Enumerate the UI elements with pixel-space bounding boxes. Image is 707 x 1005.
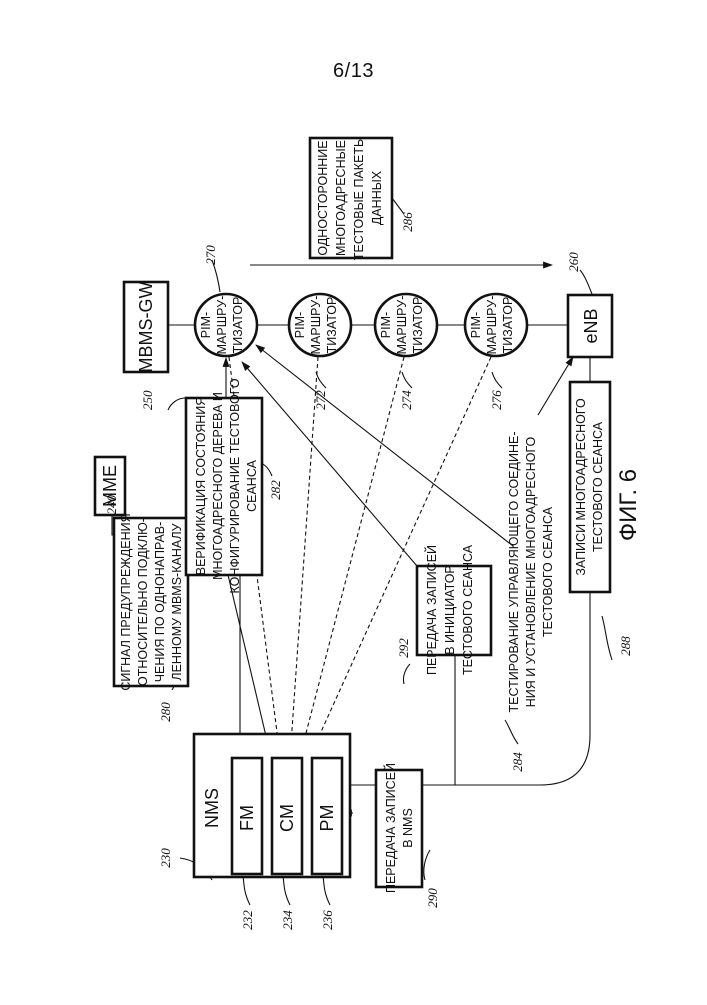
router-270-line-3: ТИЗАТОР [231,297,245,354]
msg-286-line-1: ОДНОСТОРОННИЕ [316,140,330,255]
msg-288-line-1: ЗАПИСИ МНОГОАДРЕСНОГО [574,398,588,576]
router-270-line-1: PIM- [199,312,213,338]
router-270-line-2: МАРШРУ- [215,296,229,355]
leader-286 [392,198,404,214]
msg-290-line-2: В NMS [401,808,415,848]
ref-288: 288 [618,636,633,656]
dashed-274-to-cm [292,357,404,787]
leader-274 [402,372,412,388]
pim-router-276: PIM- МАРШРУ- ТИЗАТОР [465,294,527,356]
msg-284-line-3: ТЕСТОВОГО СЕАНСА [541,506,555,637]
leader-284 [505,720,518,744]
ref-282: 282 [268,480,283,500]
module-pm-label: PM [317,805,337,832]
leader-292 [403,664,410,684]
msg-282-line-1: ВЕРИФИКАЦИЯ СОСТОЯНИЯ [194,397,208,576]
enb-label: eNB [581,308,601,343]
message-282: ВЕРИФИКАЦИЯ СОСТОЯНИЯ МНОГОАДРЕСНОГО ДЕР… [186,378,262,593]
ref-280: 280 [158,702,173,722]
msg-280-line-3: ЧЕНИЯ ПО ОДНОНАПРАВ- [153,522,167,683]
ref-286: 286 [400,212,415,232]
leader-276 [492,372,502,388]
module-cm-label: CM [277,804,297,832]
ref-290: 290 [425,888,440,908]
msg-280-line-4: ЛЕННОМУ MBMS-КАНАЛУ [170,523,184,680]
msg-280-line-2: ОТНОСИТЕЛЬНО ПОДКЛЮ- [136,518,150,686]
ref-292: 292 [396,638,411,658]
leader-288 [602,616,612,660]
enb-node: eNB [568,295,612,357]
msg-284-line-1: ТЕСТИРОВАНИЕ УПРАВЛЯЮЩЕГО СОЕДИНЕ- [507,432,521,713]
ref-234: 234 [280,910,295,930]
msg-292-line-3: ТЕСТОВОГО СЕАНСА [461,544,475,675]
ref-272: 272 [313,390,328,410]
nms-module-cm: CM [272,758,302,874]
nms-node: NMS FM CM PM [194,734,350,877]
router-276-line-3: ТИЗАТОР [501,297,515,354]
msg-284-line-2: НИЯ И УСТАНОВЛЕНИЕ МНОГОАДРЕСНОГО [524,436,538,707]
router-274-line-1: PIM- [379,312,393,338]
nms-module-fm: FM [232,758,262,874]
msg-286-line-2: МНОГОАДРЕСНЫЕ [334,140,348,256]
message-284: ТЕСТИРОВАНИЕ УПРАВЛЯЮЩЕГО СОЕДИНЕ- НИЯ И… [507,432,555,713]
ref-274: 274 [399,390,414,410]
leader-290 [424,850,430,880]
arrow-284-to-enb [538,357,573,415]
msg-290-line-1: ПЕРЕДАЧА ЗАПИСЕЙ [383,763,398,893]
leader-260 [580,270,592,294]
mbms-gw-node: MBMS-GW [124,281,168,372]
msg-286-line-4: ДАННЫХ [370,170,384,225]
arrow-292-to-270 [242,362,417,566]
router-272-line-3: ТИЗАТОР [325,297,339,354]
msg-286-line-3: ТЕСТОВЫЕ ПАКЕТЫ [352,136,366,260]
router-274-line-2: МАРШРУ- [395,296,409,355]
pim-router-274: PIM- МАРШРУ- ТИЗАТОР [375,294,437,356]
router-276-line-2: МАРШРУ- [485,296,499,355]
msg-282-line-4: СЕАНСА [245,459,259,511]
msg-282-line-2: МНОГОАДРЕСНОГО ДЕРЕВА И [211,392,225,580]
router-272-line-2: МАРШРУ- [309,296,323,355]
nms-label: NMS [202,788,222,828]
leader-250 [168,398,185,410]
figure-caption: ФИГ. 6 [615,469,642,541]
ref-250: 250 [140,390,155,410]
router-272-line-1: PIM- [293,312,307,338]
msg-292-line-2: В ИНИЦИАТОР [443,565,457,655]
pim-router-272: PIM- МАРШРУ- ТИЗАТОР [289,294,351,356]
message-280: СИГНАЛ ПРЕДУПРЕЖДЕНИЯ ОТНОСИТЕЛЬНО ПОДКЛ… [114,513,188,690]
leader-236 [323,875,330,905]
pim-router-270: PIM- МАРШРУ- ТИЗАТОР [195,294,257,356]
message-288: ЗАПИСИ МНОГОАДРЕСНОГО ТЕСТОВОГО СЕАНСА [570,382,610,592]
leader-272 [316,372,326,388]
arrow-284-to-270 [256,345,513,546]
msg-292-line-1: ПЕРЕДАЧА ЗАПИСЕЙ [424,545,439,675]
ref-260: 260 [566,252,581,272]
leader-232 [243,875,250,905]
ref-232: 232 [240,910,255,930]
leader-234 [283,875,290,905]
ref-230: 230 [158,848,173,868]
router-276-line-1: PIM- [469,312,483,338]
message-290: ПЕРЕДАЧА ЗАПИСЕЙ В NMS [376,763,422,893]
ref-270: 270 [203,245,218,265]
mbms-gw-label: MBMS-GW [136,281,156,372]
nms-module-pm: PM [312,758,342,874]
module-fm-label: FM [237,805,257,831]
ref-236: 236 [320,910,335,930]
message-286: ОДНОСТОРОННИЕ МНОГОАДРЕСНЫЕ ТЕСТОВЫЕ ПАК… [310,136,392,260]
router-274-line-3: ТИЗАТОР [411,297,425,354]
msg-280-line-1: СИГНАЛ ПРЕДУПРЕЖДЕНИЯ [119,513,133,690]
msg-282-line-3: КОНФИГУРИРОВАНИЕ ТЕСТОВОГО [228,378,242,593]
ref-276: 276 [489,390,504,410]
message-292: ПЕРЕДАЧА ЗАПИСЕЙ В ИНИЦИАТОР ТЕСТОВОГО С… [417,544,491,675]
msg-288-line-2: ТЕСТОВОГО СЕАНСА [591,421,605,552]
ref-284: 284 [510,752,525,772]
ref-240: 240 [104,495,119,515]
